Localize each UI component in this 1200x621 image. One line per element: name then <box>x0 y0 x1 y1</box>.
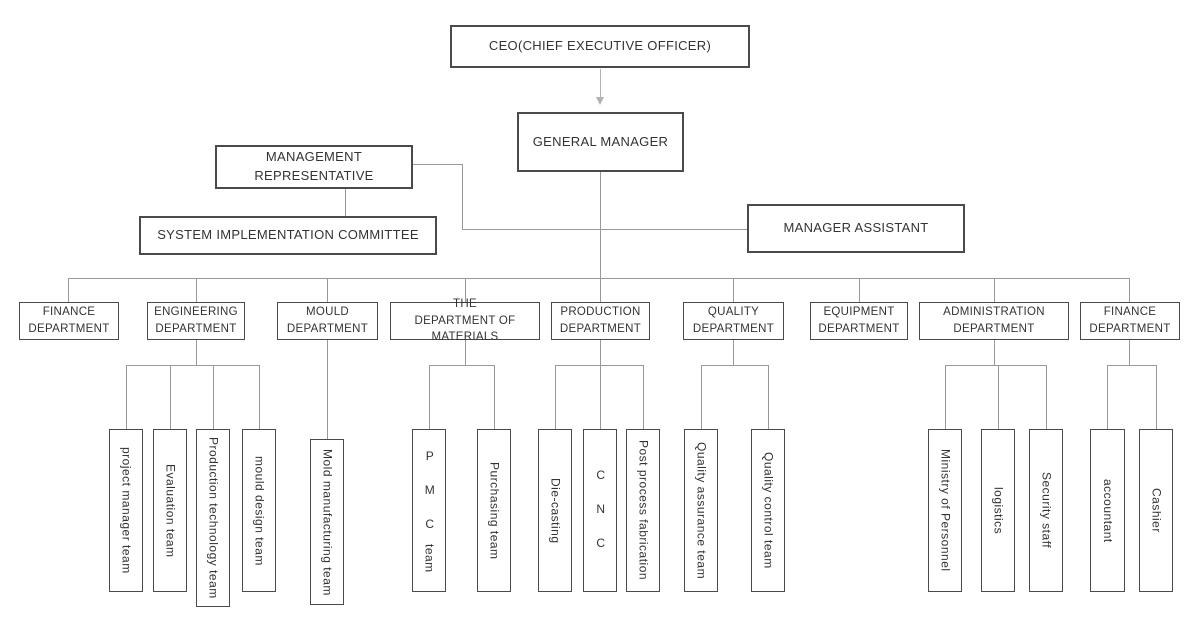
connector-line <box>733 278 734 302</box>
connector-line <box>196 278 197 302</box>
org-node-equipment-department: EQUIPMENT DEPARTMENT <box>810 302 908 340</box>
org-node-quality-department: QUALITY DEPARTMENT <box>683 302 784 340</box>
org-node-production-department: PRODUCTION DEPARTMENT <box>551 302 650 340</box>
connector-line <box>170 365 171 429</box>
connector-line <box>643 365 644 429</box>
connector-line <box>768 365 769 429</box>
org-node-mould-department: MOULD DEPARTMENT <box>277 302 378 340</box>
org-node-mold-manufacturing-team: Mold manufacturing team <box>310 439 344 605</box>
org-node-administration-department: ADMINISTRATION DEPARTMENT <box>919 302 1069 340</box>
cnc-label-upright: C N C <box>593 468 608 553</box>
connector-line <box>465 278 466 302</box>
connector-line <box>701 365 768 366</box>
connector-line <box>1046 365 1047 429</box>
connector-line <box>213 365 214 429</box>
connector-line <box>465 340 466 365</box>
connector-line <box>555 365 556 429</box>
org-node-engineering-department: ENGINEERING DEPARTMENT <box>147 302 245 340</box>
connector-line <box>494 365 495 429</box>
org-node-quality-assurance-team: Quality assurance team <box>684 429 718 592</box>
org-node-department-of-materials: THE DEPARTMENT OF MATERIALS <box>390 298 540 343</box>
connector-line <box>68 278 1130 279</box>
connector-line <box>1107 365 1108 429</box>
connector-line <box>733 340 734 365</box>
connector-line <box>413 164 462 165</box>
org-node-die-casting-team: Die-casting <box>538 429 572 592</box>
connector-line <box>600 340 601 429</box>
connector-line <box>945 365 1046 366</box>
org-node-ministry-of-personnel: Ministry of Personnel <box>928 429 962 592</box>
connector-line <box>429 365 494 366</box>
org-node-finance-department-right: FINANCE DEPARTMENT <box>1080 302 1180 340</box>
pmc-label-rest: team <box>422 543 437 573</box>
connector-line <box>1129 340 1130 365</box>
connector-line <box>998 365 999 429</box>
connector-line <box>68 278 69 302</box>
connector-line <box>994 278 995 302</box>
connector-line <box>701 365 702 429</box>
pmc-label-upright: P M C <box>422 448 437 534</box>
connector-line <box>429 365 430 429</box>
org-node-logistics: logistics <box>981 429 1015 592</box>
arrow-down-icon <box>596 97 604 105</box>
connector-line <box>327 278 328 302</box>
connector-line <box>1107 365 1156 366</box>
connector-line <box>126 365 260 366</box>
connector-line <box>600 172 601 302</box>
connector-line <box>994 340 995 365</box>
org-node-project-manager-team: project manager team <box>109 429 143 592</box>
connector-line <box>555 365 643 366</box>
org-node-system-implementation-committee: SYSTEM IMPLEMENTATION COMMITTEE <box>139 216 437 255</box>
org-node-manager-assistant: MANAGER ASSISTANT <box>747 204 965 253</box>
org-node-general-manager: GENERAL MANAGER <box>517 112 684 172</box>
org-node-ceo: CEO(CHIEF EXECUTIVE OFFICER) <box>450 25 750 68</box>
connector-line <box>196 340 197 365</box>
connector-line <box>259 365 260 429</box>
org-node-security-staff: Security staff <box>1029 429 1063 592</box>
org-node-evaluation-team: Evaluation team <box>153 429 187 592</box>
connector-line <box>945 365 946 429</box>
ceo-gm-arrow <box>600 69 601 98</box>
org-node-production-technology-team: Production technology team <box>196 429 230 607</box>
connector-line <box>1156 365 1157 429</box>
connector-line <box>345 189 346 216</box>
org-node-quality-control-team: Quality control team <box>751 429 785 592</box>
org-node-cashier: Cashier <box>1139 429 1173 592</box>
connector-line <box>327 340 328 439</box>
connector-line <box>462 164 463 229</box>
org-node-finance-department-left: FINANCE DEPARTMENT <box>19 302 119 340</box>
connector-line <box>126 365 127 429</box>
org-node-accountant: accountant <box>1090 429 1125 592</box>
connector-line <box>462 229 747 230</box>
org-node-mould-design-team: mould design team <box>242 429 276 592</box>
org-node-post-process-fabrication-team: Post process fabrication <box>626 429 660 592</box>
org-node-purchasing-team: Purchasing team <box>477 429 511 592</box>
org-node-cnc-team: C N C <box>583 429 617 592</box>
org-node-pmc-team: P M C team <box>412 429 446 592</box>
connector-line <box>1129 278 1130 302</box>
connector-line <box>859 278 860 302</box>
org-node-management-representative: MANAGEMENT REPRESENTATIVE <box>215 145 413 189</box>
